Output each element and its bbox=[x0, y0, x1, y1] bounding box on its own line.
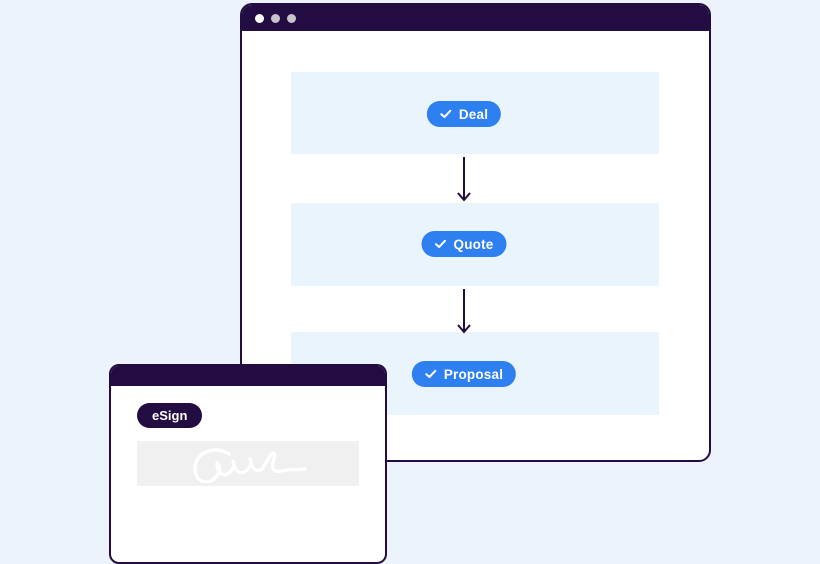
step-label: Quote bbox=[453, 236, 494, 252]
window-titlebar bbox=[242, 5, 709, 31]
step-pill-deal[interactable]: Deal bbox=[426, 101, 502, 127]
signature-field[interactable] bbox=[137, 441, 359, 486]
arrow-down-icon bbox=[457, 157, 471, 202]
window-control-dot[interactable] bbox=[271, 13, 280, 23]
check-icon bbox=[440, 109, 452, 119]
step-pill-proposal[interactable]: Proposal bbox=[411, 361, 517, 387]
step-pill-quote[interactable]: Quote bbox=[421, 231, 507, 257]
window-control-dot[interactable] bbox=[287, 13, 296, 23]
step-label: Proposal bbox=[443, 366, 504, 382]
page-background: Deal Quote Proposal eSign bbox=[109, 3, 711, 564]
window-titlebar bbox=[111, 366, 385, 386]
esign-badge[interactable]: eSign bbox=[137, 403, 203, 428]
step-label: Deal bbox=[458, 106, 489, 122]
signature-scribble-icon bbox=[193, 447, 307, 483]
esign-window: eSign bbox=[109, 364, 387, 564]
check-icon bbox=[425, 369, 437, 379]
window-control-dot[interactable] bbox=[255, 13, 264, 23]
workflow-window: Deal Quote Proposal bbox=[240, 3, 711, 462]
check-icon bbox=[435, 239, 447, 249]
arrow-down-icon bbox=[457, 289, 471, 334]
